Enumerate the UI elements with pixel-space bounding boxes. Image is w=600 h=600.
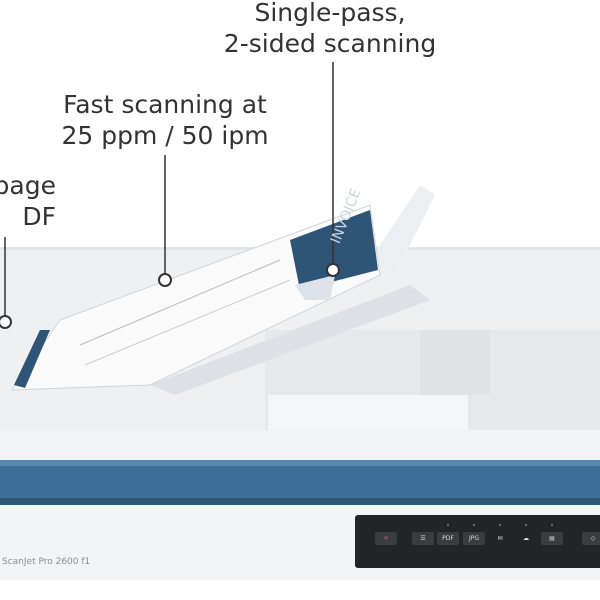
callout-left: page DF	[0, 170, 56, 232]
document-button[interactable]: ▤	[541, 532, 563, 545]
callout-middle: Fast scanning at 25 ppm / 50 ipm	[55, 89, 275, 151]
callout-middle-line1: Fast scanning at	[63, 90, 267, 119]
led-indicator	[447, 524, 449, 526]
document-sheet	[11, 204, 381, 391]
jpg-button[interactable]: JPG	[463, 532, 485, 545]
callout-dot-left	[0, 315, 12, 329]
feeder-tray	[150, 285, 430, 395]
accent-band	[0, 460, 600, 505]
led-indicator	[551, 524, 553, 526]
email-button[interactable]: ✉	[497, 535, 503, 542]
led-indicator	[499, 524, 501, 526]
menu-button[interactable]: ☰	[412, 532, 434, 545]
pdf-button[interactable]: PDF	[437, 532, 459, 545]
callout-dot-right	[326, 263, 340, 277]
callout-right-line2: 2-sided scanning	[223, 29, 437, 58]
cloud-button[interactable]: ☁	[523, 535, 529, 542]
callout-left-line1: page	[0, 171, 56, 200]
callout-dot-middle	[158, 273, 172, 287]
callout-left-line2: DF	[22, 202, 56, 231]
control-panel: ✕ ☰ PDF JPG ✉ ☁ ▤ ◇	[355, 515, 600, 568]
model-label: ScanJet Pro 2600 f1	[2, 557, 91, 567]
callout-right-line1: Single-pass,	[254, 0, 406, 27]
led-indicator	[473, 524, 475, 526]
callout-middle-line2: 25 ppm / 50 ipm	[61, 121, 269, 150]
callout-right: Single-pass, 2-sided scanning	[215, 0, 445, 59]
led-indicator	[525, 524, 527, 526]
cancel-button[interactable]: ✕	[375, 532, 397, 545]
start-button[interactable]: ◇	[582, 532, 600, 545]
